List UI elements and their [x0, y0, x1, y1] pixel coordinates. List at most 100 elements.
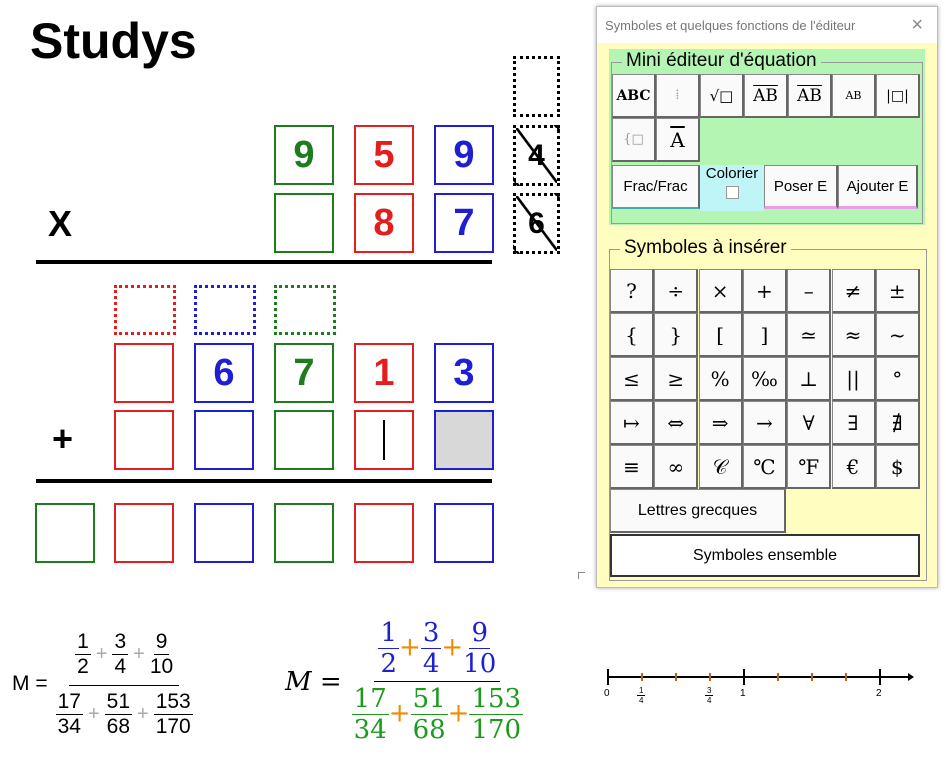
overarc-text-button[interactable]: ABC	[612, 74, 656, 118]
digit-box[interactable]	[35, 503, 95, 563]
symbol-button[interactable]: ]	[742, 313, 787, 357]
major-tick	[607, 669, 609, 685]
digit-box[interactable]	[274, 410, 334, 470]
fraction-button[interactable]: ⁞	[656, 74, 700, 118]
denominator: 170	[471, 715, 522, 745]
minor-tick	[811, 673, 813, 681]
symbol-button[interactable]: [	[698, 313, 743, 357]
greek-letters-button[interactable]: Lettres grecques	[610, 489, 786, 533]
digit-box-active[interactable]	[354, 410, 414, 470]
symbol-button[interactable]: ∞	[654, 445, 699, 489]
symbol-button[interactable]: ∃	[831, 401, 876, 445]
carry-box[interactable]	[513, 56, 560, 117]
plus-sign: +	[399, 632, 421, 663]
symbol-button[interactable]: ||	[831, 357, 876, 401]
symbol-button[interactable]: {	[610, 313, 654, 357]
digit-box[interactable]	[274, 193, 334, 253]
sqrt-button[interactable]: √□	[700, 74, 744, 118]
symbol-button[interactable]: →	[742, 401, 787, 445]
numerator: 153	[153, 690, 193, 715]
symbol-button[interactable]: ≠	[831, 269, 876, 313]
numerator: 9	[469, 618, 490, 649]
symbol-button[interactable]: }	[654, 313, 699, 357]
symbol-button[interactable]: ℃	[742, 445, 787, 489]
symbol-button[interactable]: ≤	[610, 357, 654, 401]
numerator: 1	[378, 618, 400, 649]
digit-box[interactable]	[194, 410, 254, 470]
symbol-button[interactable]: °	[875, 357, 920, 401]
symbol-button[interactable]: –	[787, 269, 832, 313]
symbol-button[interactable]: ∄	[875, 401, 920, 445]
symbol-button[interactable]: ≥	[654, 357, 699, 401]
symbol-button[interactable]: ≈	[831, 313, 876, 357]
carry-box[interactable]	[114, 285, 176, 335]
digit-box[interactable]: 9	[434, 125, 494, 185]
digit-box[interactable]	[434, 503, 494, 563]
digit-box[interactable]	[354, 503, 414, 563]
text-cursor	[383, 420, 385, 460]
symbol-button[interactable]: +	[742, 269, 787, 313]
times-operator: X	[48, 203, 73, 244]
symbol-button[interactable]: ℉	[787, 445, 832, 489]
digit-box[interactable]	[114, 410, 174, 470]
symbol-button[interactable]: ⇔	[654, 401, 699, 445]
symbol-button[interactable]: ?	[610, 269, 654, 313]
carry-box[interactable]	[274, 285, 336, 335]
close-icon[interactable]: ×	[911, 13, 923, 36]
symbol-button[interactable]: %	[698, 357, 743, 401]
symbol-button[interactable]: ~	[875, 313, 920, 357]
system-button[interactable]: {□	[612, 118, 656, 162]
digit-box[interactable]: 7	[274, 343, 334, 403]
symbol-button[interactable]: ↦	[610, 401, 654, 445]
digit-box[interactable]: 6	[194, 343, 254, 403]
set-symbols-button[interactable]: Symboles ensemble	[610, 534, 920, 577]
symbol-button[interactable]: 𝒞	[698, 445, 743, 489]
abs-value-button[interactable]: |□|	[876, 74, 920, 118]
symbols-legend: Symboles à insérer	[620, 237, 791, 259]
digit-box-selected[interactable]	[434, 410, 494, 470]
plus-sign: +	[95, 643, 108, 666]
carry-box[interactable]	[194, 285, 256, 335]
axis-line	[607, 676, 912, 678]
major-tick	[879, 669, 881, 685]
bar-button[interactable]: A	[656, 118, 700, 162]
symbol-button[interactable]: ⇒	[698, 401, 743, 445]
numerator: 17	[351, 684, 389, 715]
digit-box[interactable]	[114, 503, 174, 563]
carry-box-crossed[interactable]: 6	[513, 193, 560, 254]
digit-box[interactable]: 7	[434, 193, 494, 253]
ajouter-button[interactable]: Ajouter E	[838, 165, 918, 209]
carry-box-crossed[interactable]: 4	[513, 125, 560, 186]
poser-button[interactable]: Poser E	[764, 165, 838, 209]
digit-box[interactable]	[114, 343, 174, 403]
digit-box[interactable]: 5	[354, 125, 414, 185]
formula-lhs: M =	[285, 666, 342, 697]
digit-box[interactable]	[194, 503, 254, 563]
symbol-button[interactable]: ≡	[610, 445, 654, 489]
mini-editor-legend: Mini éditeur d'équation	[622, 50, 821, 72]
digit-box[interactable]	[274, 503, 334, 563]
symbol-button[interactable]: ±	[875, 269, 920, 313]
symbol-button[interactable]: $	[875, 445, 920, 489]
digit-box[interactable]: 3	[434, 343, 494, 403]
digit-box[interactable]: 8	[354, 193, 414, 253]
frac-frac-button[interactable]: Frac/Frac	[612, 165, 700, 209]
symbol-button[interactable]: ×	[698, 269, 743, 313]
digit-box[interactable]: 1	[354, 343, 414, 403]
symbol-button[interactable]: ⊥	[787, 357, 832, 401]
symbol-button[interactable]: ÷	[654, 269, 699, 313]
angle-button[interactable]: AB	[832, 74, 876, 118]
symbol-button[interactable]: ‰	[742, 357, 787, 401]
digit-box[interactable]: 9	[274, 125, 334, 185]
arc-button[interactable]: AB	[788, 74, 832, 118]
symbol-button[interactable]: €	[831, 445, 876, 489]
symbol-button[interactable]: ≃	[787, 313, 832, 357]
plus-sign: +	[447, 698, 470, 729]
colorier-checkbox[interactable]	[725, 186, 739, 199]
vector-button[interactable]: AB	[744, 74, 788, 118]
separator-line	[36, 260, 492, 264]
plus-sign: +	[441, 632, 464, 663]
symbol-button[interactable]: ∀	[787, 401, 832, 445]
